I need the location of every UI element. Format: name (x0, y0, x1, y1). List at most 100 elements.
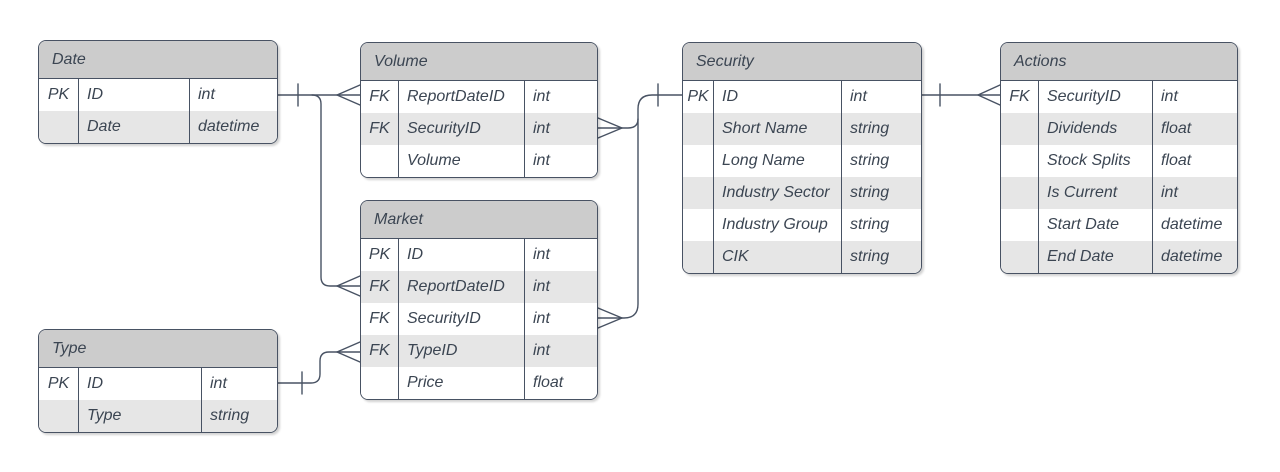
column-key (1001, 145, 1039, 177)
table-row: Long Name string (683, 145, 921, 177)
column-type: datetime (1152, 241, 1237, 273)
table-row: FK ReportDateID int (361, 271, 597, 303)
connector-security-to-actions (921, 83, 1001, 107)
entity-market-title: Market (361, 201, 597, 239)
column-name: Stock Splits (1047, 152, 1131, 169)
column-type: int (201, 368, 277, 400)
entity-market-body: PK ID int FK ReportDateID int FK Securit… (361, 239, 597, 399)
column-name: ReportDateID (407, 278, 505, 295)
table-row: Is Current int (1001, 177, 1237, 209)
column-name: ID (722, 88, 738, 105)
entity-type-body: PK ID int Type string (39, 368, 277, 432)
column-key (361, 367, 399, 399)
column-name: Price (407, 374, 444, 391)
column-name: Dividends (1047, 120, 1118, 137)
entity-security[interactable]: Security PK ID int Short Name string Lon… (682, 42, 922, 274)
column-key (683, 145, 714, 177)
column-key: FK (361, 113, 399, 145)
entity-title-label: Security (696, 52, 754, 70)
column-type: float (524, 367, 597, 399)
column-key: FK (361, 303, 399, 335)
table-row: FK TypeID int (361, 335, 597, 367)
column-name: End Date (1047, 248, 1114, 265)
table-row: FK ReportDateID int (361, 81, 597, 113)
entity-market[interactable]: Market PK ID int FK ReportDateID int FK … (360, 200, 598, 400)
entity-title-label: Actions (1014, 52, 1067, 70)
column-key (39, 111, 79, 143)
column-type: string (841, 113, 921, 145)
column-key: PK (39, 368, 79, 400)
column-name: ReportDateID (407, 88, 505, 105)
entity-actions-body: FK SecurityID int Dividends float Stock … (1001, 81, 1237, 273)
column-key (1001, 209, 1039, 241)
column-key (683, 209, 714, 241)
column-type: string (201, 400, 277, 432)
table-row: Short Name string (683, 113, 921, 145)
column-name: Is Current (1047, 184, 1118, 201)
table-row: Price float (361, 367, 597, 399)
entity-title-label: Volume (374, 52, 428, 70)
column-type: int (1152, 81, 1237, 113)
connector-date-to-volume-and-market (277, 83, 361, 297)
table-row: Stock Splits float (1001, 145, 1237, 177)
table-row: PK ID int (361, 239, 597, 271)
column-name: CIK (722, 248, 749, 265)
column-type: string (841, 145, 921, 177)
entity-volume[interactable]: Volume FK ReportDateID int FK SecurityID… (360, 42, 598, 178)
table-row: Type string (39, 400, 277, 432)
column-name: Date (87, 118, 121, 135)
column-key (683, 113, 714, 145)
table-row: Date datetime (39, 111, 277, 143)
column-type: datetime (189, 111, 277, 143)
table-row: PK ID int (683, 81, 921, 113)
table-row: Volume int (361, 145, 597, 177)
column-key (1001, 113, 1039, 145)
column-name: SecurityID (407, 120, 481, 137)
column-name: ID (407, 246, 423, 263)
entity-title-label: Date (52, 50, 86, 68)
column-type: int (524, 145, 597, 177)
entity-volume-body: FK ReportDateID int FK SecurityID int Vo… (361, 81, 597, 177)
entity-actions[interactable]: Actions FK SecurityID int Dividends floa… (1000, 42, 1238, 274)
column-type: int (524, 81, 597, 113)
table-row: End Date datetime (1001, 241, 1237, 273)
table-row: FK SecurityID int (361, 113, 597, 145)
column-key: PK (39, 79, 79, 111)
column-type: float (1152, 113, 1237, 145)
entity-actions-title: Actions (1001, 43, 1237, 81)
table-row: Dividends float (1001, 113, 1237, 145)
column-key: PK (361, 239, 399, 271)
table-row: PK ID int (39, 79, 277, 111)
entity-title-label: Type (52, 339, 87, 357)
column-name: ID (87, 375, 103, 392)
column-type: int (524, 239, 597, 271)
column-type: string (841, 209, 921, 241)
table-row: Industry Group string (683, 209, 921, 241)
column-name: ID (87, 86, 103, 103)
column-name: SecurityID (407, 310, 481, 327)
connector-security-to-volume-and-market (597, 83, 683, 329)
entity-date[interactable]: Date PK ID int Date datetime (38, 40, 278, 144)
connector-type-to-market (277, 341, 361, 395)
column-key (683, 177, 714, 209)
table-row: PK ID int (39, 368, 277, 400)
column-name: Start Date (1047, 216, 1120, 233)
entity-type[interactable]: Type PK ID int Type string (38, 329, 278, 433)
table-row: Industry Sector string (683, 177, 921, 209)
entity-security-title: Security (683, 43, 921, 81)
column-key (39, 400, 79, 432)
column-type: int (524, 113, 597, 145)
column-name: Industry Group (722, 216, 828, 233)
column-type: int (524, 271, 597, 303)
column-type: string (841, 241, 921, 273)
column-name: Long Name (722, 152, 805, 169)
column-name: Volume (407, 152, 461, 169)
table-row: FK SecurityID int (361, 303, 597, 335)
table-row: FK SecurityID int (1001, 81, 1237, 113)
column-key: FK (1001, 81, 1039, 113)
column-key: FK (361, 335, 399, 367)
column-type: datetime (1152, 209, 1237, 241)
column-key (1001, 241, 1039, 273)
column-type: float (1152, 145, 1237, 177)
